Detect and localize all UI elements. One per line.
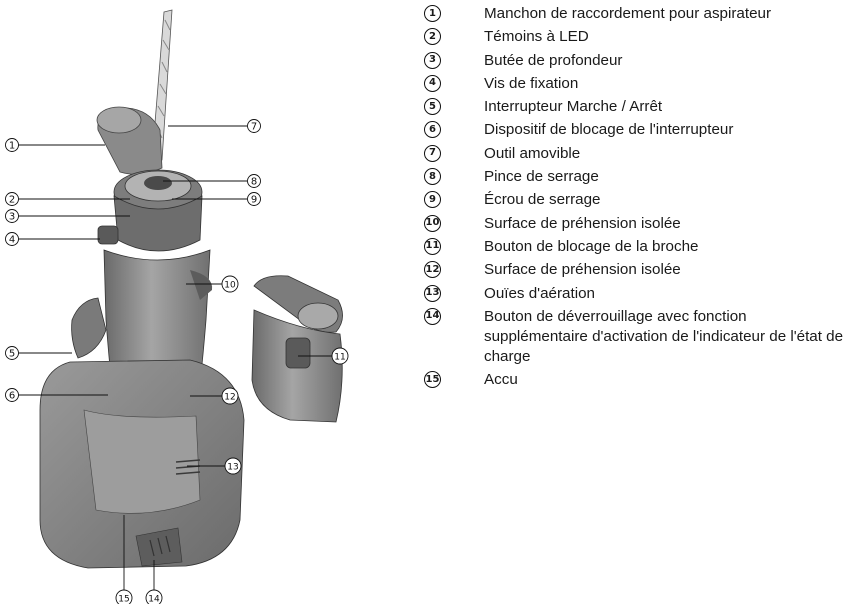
callout-6: 6 [5, 388, 19, 402]
legend-item: 6 Dispositif de blocage de l'interrupteur [424, 120, 852, 140]
svg-text:15: 15 [118, 595, 129, 604]
vacuum-adapter [96, 106, 163, 175]
legend-label: Accu [484, 371, 518, 389]
legend-label: Dispositif de blocage de l'interrupteur [484, 121, 734, 139]
legend-number: 9 [424, 191, 441, 209]
callout-3: 3 [5, 209, 19, 223]
svg-text:10: 10 [224, 281, 236, 291]
svg-text:12: 12 [224, 393, 235, 403]
legend-number: 4 [424, 74, 441, 92]
legend-label: Bouton de déverrouillage avec fonction s… [484, 307, 844, 365]
callout-15: 15 [115, 589, 133, 604]
legend-label: Pince de serrage [484, 168, 599, 186]
legend-number: 2 [424, 28, 441, 46]
legend-number: 5 [424, 98, 441, 116]
legend-number: 13 [424, 284, 441, 302]
drill-bit [151, 9, 173, 161]
tool-head [97, 169, 203, 252]
legend-label: Manchon de raccordement pour aspirateur [484, 5, 772, 22]
battery-pack [39, 359, 245, 569]
legend-item: 12 Surface de préhension isolée [424, 260, 852, 280]
legend-number: 12 [424, 261, 441, 279]
svg-text:8: 8 [251, 177, 257, 188]
legend-label: Butée de profondeur [484, 51, 623, 69]
legend-item: 11 Bouton de blocage de la broche [424, 237, 852, 257]
callout-7: 7 [247, 119, 261, 133]
legend-number: 1 [424, 5, 441, 22]
callout-13: 13 [224, 457, 242, 475]
callout-5: 5 [5, 346, 19, 360]
legend-number: 8 [424, 168, 441, 186]
legend-label: Témoins à LED [484, 28, 589, 46]
legend-item: 15 Accu [424, 370, 852, 390]
legend-label: Bouton de blocage de la broche [484, 237, 699, 255]
legend-item: 3 Butée de profondeur [424, 51, 852, 71]
svg-text:11: 11 [334, 353, 345, 363]
callout-14: 14 [145, 589, 163, 604]
svg-text:14: 14 [148, 595, 160, 604]
callout-11: 11 [331, 347, 349, 365]
svg-text:4: 4 [9, 235, 15, 246]
legend-item: 13 Ouïes d'aération [424, 284, 852, 304]
svg-text:5: 5 [9, 349, 15, 360]
svg-text:9: 9 [251, 195, 257, 206]
parts-legend: 1 Manchon de raccordement pour aspirateur… [424, 4, 852, 393]
callout-10: 10 [221, 275, 239, 293]
side-view-inset [251, 275, 343, 423]
legend-item: 4 Vis de fixation [424, 74, 852, 94]
legend-number: 7 [424, 144, 441, 162]
legend-item: 14 Bouton de déverrouillage avec fonction… [424, 307, 852, 367]
legend-number: 3 [424, 51, 441, 69]
legend-number: 10 [424, 214, 441, 232]
legend-label: Écrou de serrage [484, 191, 601, 209]
svg-text:3: 3 [9, 212, 15, 223]
legend-label: Outil amovible [484, 144, 581, 162]
legend-label: Vis de fixation [484, 74, 579, 92]
callout-4: 4 [5, 232, 19, 246]
legend-number: 15 [424, 371, 441, 389]
legend-item: 10 Surface de préhension isolée [424, 214, 852, 234]
svg-text:13: 13 [227, 463, 238, 473]
legend-label: Surface de préhension isolée [484, 261, 681, 279]
legend-item: 2 Témoins à LED [424, 27, 852, 47]
legend-item: 8 Pince de serrage [424, 167, 852, 187]
legend-number: 6 [424, 121, 441, 139]
svg-text:1: 1 [9, 141, 15, 152]
legend-number: 11 [424, 237, 441, 255]
svg-text:6: 6 [9, 391, 15, 402]
legend-item: 7 Outil amovible [424, 144, 852, 164]
callout-2: 2 [5, 192, 19, 206]
legend-number: 14 [424, 307, 441, 325]
legend-label: Surface de préhension isolée [484, 214, 681, 232]
callout-9: 9 [247, 192, 261, 206]
leader-lines [17, 125, 332, 592]
legend-item: 5 Interrupteur Marche / Arrêt [424, 97, 852, 117]
callout-12: 12 [221, 387, 239, 405]
callout-8: 8 [247, 174, 261, 188]
svg-text:7: 7 [251, 122, 257, 133]
legend-label: Interrupteur Marche / Arrêt [484, 98, 663, 116]
callout-1: 1 [5, 138, 19, 152]
svg-text:2: 2 [9, 195, 15, 206]
legend-label: Ouïes d'aération [484, 284, 595, 302]
legend-item: 1 Manchon de raccordement pour aspirateur [424, 4, 852, 24]
legend-item: 9 Écrou de serrage [424, 190, 852, 210]
